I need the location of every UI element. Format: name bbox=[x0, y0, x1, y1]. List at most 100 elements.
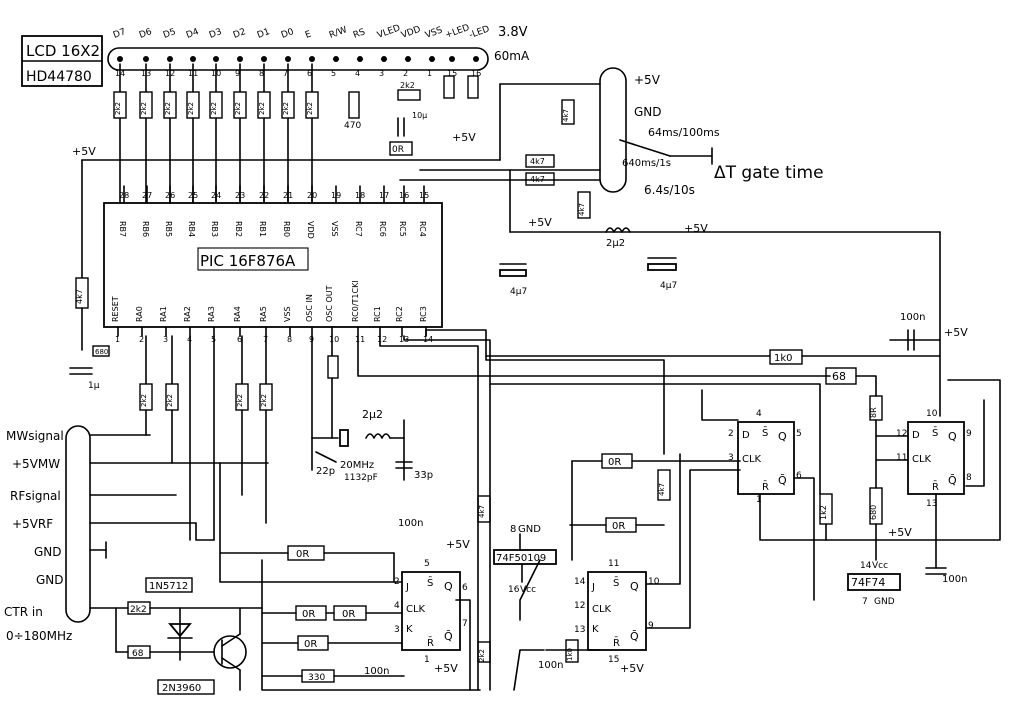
lcd-pin-name: D3 bbox=[208, 27, 223, 41]
flipflop-body bbox=[907, 421, 965, 495]
jk1-cap: 100n bbox=[398, 518, 423, 529]
pic-top-pin: RB6 bbox=[141, 221, 150, 237]
lcd-res-label: 2k2 bbox=[210, 102, 218, 115]
jk1-5v-bot: +5V bbox=[434, 662, 458, 675]
ra-res-label: 2k2 bbox=[166, 394, 174, 407]
ff-pin-number: 8 bbox=[966, 473, 972, 483]
lcd-pin-num: 2 bbox=[403, 69, 408, 78]
wire bbox=[513, 649, 545, 691]
lcd-pin-dot bbox=[261, 56, 267, 62]
inductor-2u2: 2µ2 bbox=[606, 238, 625, 249]
ff74-chip: 74F74 14 Vcc 7 GND bbox=[847, 561, 901, 607]
lcd-res-label: 2k2 bbox=[282, 102, 290, 115]
ra-res-label: 2k2 bbox=[236, 394, 244, 407]
lcd-pin-name: -LED bbox=[468, 24, 491, 41]
ff-pin-number: 3 bbox=[728, 453, 734, 463]
ff-qbar: Q̄ bbox=[444, 630, 453, 643]
ff-q: Q bbox=[444, 580, 453, 593]
ff-pin: CLK bbox=[742, 454, 762, 465]
wire bbox=[455, 599, 471, 691]
gate-opt-3: 6.4s/10s bbox=[644, 183, 695, 197]
res-4k7-a: 4k7 bbox=[562, 109, 570, 122]
pic-bot-num: 1 bbox=[115, 335, 120, 344]
ff-5v-bot: +5V bbox=[888, 526, 912, 539]
ff-pin-number: 11 bbox=[608, 559, 619, 569]
ff-pin-number: 6 bbox=[462, 583, 468, 593]
lcd-pin-dot bbox=[143, 56, 149, 62]
prescaler-pin8: 8 bbox=[510, 524, 516, 535]
pic-top-pin: RB4 bbox=[187, 221, 196, 237]
wire bbox=[759, 493, 827, 541]
lcd-res-label: 2k2 bbox=[164, 102, 172, 115]
ff74-pin14: 14 bbox=[860, 561, 872, 571]
gate-opt-2: 640ms/1s bbox=[622, 158, 671, 169]
lcd-pin-num: 7 bbox=[283, 69, 288, 78]
cap-33p: 33p bbox=[414, 470, 433, 481]
ff-pin-number: 14 bbox=[574, 577, 586, 587]
input-label: +5VMW bbox=[12, 457, 60, 471]
pic-top-pin: RB2 bbox=[234, 221, 243, 237]
pic-bot-num: 6 bbox=[237, 335, 242, 344]
wire bbox=[261, 559, 481, 691]
jk2-5v-bot: +5V bbox=[620, 662, 644, 675]
lcd-pin-name: E bbox=[304, 29, 313, 40]
cap-1u-label: 1µ bbox=[88, 381, 100, 391]
pic-top-pin: RB0 bbox=[282, 221, 291, 237]
res-680-label: 680 bbox=[95, 348, 108, 356]
pic-bot-pin: RA4 bbox=[233, 306, 242, 322]
res-2k2-g: 2k2 bbox=[478, 649, 486, 662]
input-label: MWsignal bbox=[6, 429, 64, 443]
pic-name: PIC 16F876A bbox=[200, 252, 296, 270]
ff-pin-number: 1 bbox=[756, 495, 762, 505]
pic-top-pin: RC4 bbox=[418, 221, 427, 237]
lcd-res-label: 2k2 bbox=[306, 102, 314, 115]
input-label: GND bbox=[34, 545, 62, 559]
mid-5v: +5V bbox=[528, 216, 552, 229]
wire bbox=[855, 375, 877, 397]
ff-pin: J bbox=[405, 582, 409, 593]
cap-4u7-b: 4µ7 bbox=[660, 281, 677, 291]
res-2k2-in: 2k2 bbox=[130, 605, 147, 615]
cap-4u7-a: 4µ7 bbox=[510, 287, 527, 297]
lcd-pin-num: 8 bbox=[259, 69, 264, 78]
gate-opt-1: 64ms/100ms bbox=[648, 126, 720, 139]
cap-100n-d: 100n bbox=[538, 660, 563, 671]
ff-pin: K bbox=[406, 624, 413, 635]
ff-pin-number: 7 bbox=[462, 619, 468, 629]
flipflop-body bbox=[737, 421, 795, 495]
lcd-pin-name: VLED bbox=[376, 23, 402, 41]
ff-pin-number: 10 bbox=[648, 577, 660, 587]
input-label: 0÷180MHz bbox=[6, 629, 72, 643]
right-connector: +5V GND 64ms/100ms 640ms/1s 6.4s/10s ΔT … bbox=[599, 67, 824, 197]
pic-bot-pin: RC0/T1CKI bbox=[351, 280, 360, 322]
ff-pin: CLK bbox=[406, 604, 426, 615]
ff-pin-number: 5 bbox=[424, 559, 430, 569]
wire bbox=[793, 477, 815, 601]
input-label: RFsignal bbox=[10, 489, 61, 503]
pic-bot-pin: RA2 bbox=[183, 306, 192, 322]
pic-top-pin: RC6 bbox=[378, 221, 387, 237]
wire bbox=[645, 453, 681, 585]
res-0r-c: 0R bbox=[342, 609, 355, 620]
pic-bot-pin: OSC IN bbox=[305, 294, 314, 322]
wire bbox=[701, 389, 739, 421]
lcd-pin-name: R/W bbox=[328, 25, 349, 41]
ff-pin: D bbox=[742, 430, 750, 441]
ind-osc: 2µ2 bbox=[362, 408, 383, 421]
pic-bot-num: 8 bbox=[287, 335, 292, 344]
res-330: 330 bbox=[308, 673, 325, 683]
lcd-pin-name: D1 bbox=[256, 27, 271, 41]
pic-top-pin: RB7 bbox=[118, 221, 127, 237]
crystal-cap: 1132pF bbox=[344, 473, 378, 483]
ff-qbar: Q̄ bbox=[630, 630, 639, 643]
res-1k-right: 1k0 bbox=[774, 353, 793, 364]
ff-pin-number: 1 bbox=[424, 655, 430, 665]
pic-bot-pin: RC3 bbox=[419, 306, 428, 322]
ff-pin-number: 3 bbox=[394, 625, 400, 635]
pic-bot-pin: RC1 bbox=[373, 306, 382, 322]
lcd-pin-num: 9 bbox=[235, 69, 240, 78]
res-0r-b: 0R bbox=[302, 609, 315, 620]
ff-pin-number: 12 bbox=[574, 601, 585, 611]
